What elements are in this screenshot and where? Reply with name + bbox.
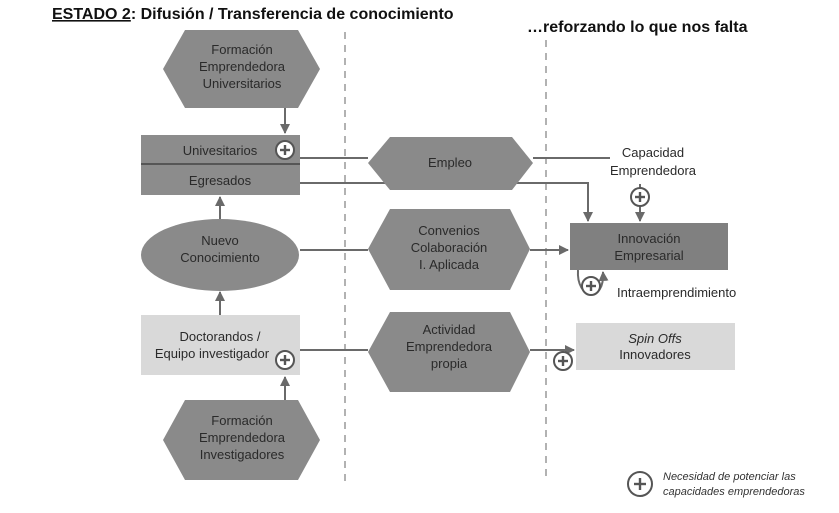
svg-text:Univesitarios: Univesitarios: [183, 143, 258, 158]
formacion-universitarios-node: Formación Emprendedora Universitarios: [163, 30, 320, 108]
doctorandos-node: Doctorandos / Equipo investigador: [141, 315, 300, 375]
svg-text:Nuevo: Nuevo: [201, 233, 239, 248]
svg-text:Formación: Formación: [211, 413, 272, 428]
svg-text:Innovadores: Innovadores: [619, 347, 691, 362]
plus-icon: [629, 186, 651, 208]
svg-text:capacidades emprendedoras: capacidades emprendedoras: [663, 486, 805, 498]
nuevo-conocimiento-node: Nuevo Conocimiento: [141, 219, 299, 291]
svg-text:Universitarios: Universitarios: [203, 76, 282, 91]
svg-text:Emprendedora: Emprendedora: [199, 59, 286, 74]
convenios-node: Convenios Colaboración I. Aplicada: [368, 209, 530, 290]
svg-text:Necesidad de potenciar las: Necesidad de potenciar las: [663, 471, 796, 483]
empleo-node: Empleo: [368, 137, 533, 190]
svg-text:Empresarial: Empresarial: [614, 248, 683, 263]
subtitle: …reforzando lo que nos falta: [527, 19, 748, 36]
svg-text:Formación: Formación: [211, 42, 272, 57]
svg-text:Emprendedora: Emprendedora: [199, 430, 286, 445]
diagram-title: ESTADO 2: Difusión / Transferencia de co…: [52, 6, 454, 23]
spin-offs-node: Spin Offs Innovadores: [576, 323, 735, 370]
svg-text:Actividad: Actividad: [423, 322, 476, 337]
intraemprendimiento-label: Intraemprendimiento: [617, 285, 736, 300]
svg-text:Convenios: Convenios: [418, 223, 480, 238]
plus-icon: [274, 139, 296, 161]
svg-text:Equipo investigador: Equipo investigador: [155, 346, 270, 361]
svg-text:Conocimiento: Conocimiento: [180, 250, 260, 265]
svg-text:Capacidad: Capacidad: [622, 145, 684, 160]
svg-text:Spin Offs: Spin Offs: [628, 331, 682, 346]
svg-text:Empleo: Empleo: [428, 155, 472, 170]
svg-text:I. Aplicada: I. Aplicada: [419, 257, 480, 272]
svg-text:Investigadores: Investigadores: [200, 447, 285, 462]
svg-text:Colaboración: Colaboración: [411, 240, 488, 255]
legend: Necesidad de potenciar las capacidades e…: [627, 471, 805, 498]
svg-text:Emprendedora: Emprendedora: [610, 163, 697, 178]
svg-text:propia: propia: [431, 356, 468, 371]
plus-icon: [274, 349, 296, 371]
svg-text:Innovación: Innovación: [618, 231, 681, 246]
innovacion-empresarial-node: Innovación Empresarial: [570, 223, 728, 270]
svg-text:Emprendedora: Emprendedora: [406, 339, 493, 354]
capacidad-emprendedora-label: Capacidad Emprendedora: [610, 145, 697, 208]
svg-text:Egresados: Egresados: [189, 173, 252, 188]
svg-text:Doctorandos /: Doctorandos /: [180, 329, 261, 344]
actividad-emprendedora-node: Actividad Emprendedora propia: [368, 312, 530, 392]
universitarios-egresados-node: Univesitarios Egresados: [141, 135, 300, 195]
formacion-investigadores-node: Formación Emprendedora Investigadores: [163, 400, 320, 480]
plus-icon: [552, 350, 574, 372]
plus-icon: [580, 275, 602, 297]
